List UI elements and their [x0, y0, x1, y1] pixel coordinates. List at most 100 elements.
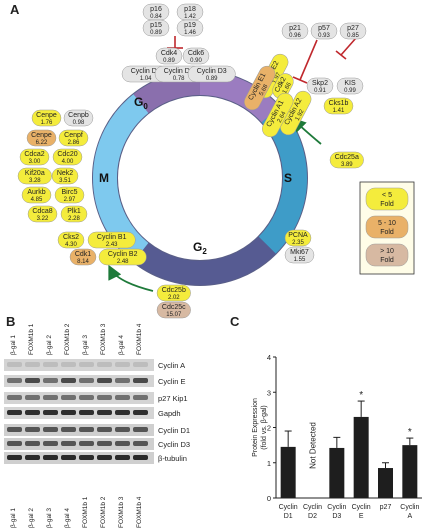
pill-shape — [262, 92, 294, 138]
gene-name: Cdk1 — [75, 251, 91, 258]
blot-row-bottom-2: β-tubulin — [4, 452, 187, 464]
blot-lane-label: FOXM1b 3 — [100, 323, 107, 355]
blot-band — [43, 455, 58, 460]
g0-arc — [133, 71, 201, 114]
blot-band — [43, 441, 58, 446]
blot-band — [25, 441, 40, 446]
gene-fold-value: 3.51 — [59, 178, 71, 184]
gene-fold-value: 3.22 — [37, 216, 49, 222]
gene-name: Cyclin B2 — [108, 251, 138, 258]
blot-band — [133, 427, 148, 432]
blot-band — [7, 395, 22, 400]
blot-band — [97, 410, 112, 415]
gene-fold-value: 3.28 — [29, 178, 41, 184]
pill-shape — [329, 151, 364, 169]
gene-name: p57 — [318, 25, 330, 32]
gene-name: Cdc25a — [335, 154, 359, 161]
blot-band — [115, 378, 130, 383]
gene-name: Plk1 — [67, 208, 81, 215]
gene-fold-value: 4.85 — [31, 197, 43, 203]
blot-row-label: Cyclin D1 — [158, 426, 190, 435]
gene-fold-value: 1.92 — [295, 108, 306, 122]
gene-name: Cdca8 — [32, 208, 52, 215]
phase-g2-label: G2 — [193, 240, 207, 256]
blot-lane-label: β-gal 3 — [46, 508, 53, 528]
blot-band — [7, 362, 22, 367]
blot-band — [79, 455, 94, 460]
blot-band — [61, 410, 76, 415]
gene-name: PCNA — [288, 232, 308, 239]
g2-arc — [133, 236, 276, 286]
pill-shape — [187, 65, 236, 83]
pill-shape — [52, 148, 83, 166]
blot-band — [61, 427, 76, 432]
pill-shape — [87, 231, 136, 249]
gene-fold-value: 2.02 — [168, 295, 180, 301]
blot-band — [97, 441, 112, 446]
gene-fold-value: 1.76 — [41, 120, 53, 126]
cdc25bc-activation-arrow — [108, 264, 154, 292]
blot-lane-label: β-gal 3 — [82, 335, 89, 355]
gene-name: p15 — [150, 22, 162, 29]
gene-fold-value: 4.00 — [62, 159, 74, 165]
blot-row-label: Gapdh — [158, 409, 181, 418]
significance-star: * — [408, 427, 412, 438]
pill-shape — [51, 167, 79, 185]
pill-shape — [98, 248, 147, 266]
gene-pills: p160.84p181.42p150.89p191.46Cdk40.89Cdk6… — [17, 3, 367, 319]
pill-shape — [336, 77, 364, 95]
gene-name: Aurkb — [27, 189, 45, 196]
blot-band — [79, 395, 94, 400]
blot-band — [133, 410, 148, 415]
blot-row-label: Cyclin D3 — [158, 440, 190, 449]
blot-band — [115, 441, 130, 446]
blot-lane-label: FOXM1b 1 — [82, 496, 89, 528]
gene-fold-value: 0.99 — [344, 88, 356, 94]
y-axis-label: Protein Expression(fold vs. β-gal) — [252, 398, 268, 457]
gene-fold-value: 1.42 — [184, 14, 196, 20]
blot-band — [97, 362, 112, 367]
blot-lane-label: FOXM1b 2 — [64, 323, 71, 355]
gene-name: Cdca2 — [24, 151, 44, 158]
blot-band — [79, 427, 94, 432]
gene-name: Cenpe — [31, 132, 52, 139]
pill-shape — [17, 167, 52, 185]
blot-row-label: Cyclin A — [158, 361, 185, 370]
gene-name: Cyclin B1 — [97, 234, 127, 241]
blot-band — [115, 455, 130, 460]
panel-c-label: C — [230, 314, 240, 329]
gene-name: Kif20a — [25, 170, 45, 177]
blot-band — [133, 378, 148, 383]
gene-name: Cdc25b — [162, 287, 186, 294]
pill-shape — [21, 186, 52, 204]
not-detected-label: Not Detected — [309, 422, 318, 469]
blot-lane-label: β-gal 1 — [10, 335, 17, 355]
blot-band — [7, 455, 22, 460]
gene-fold-value: 1.97 — [272, 71, 283, 85]
gene-name: Cdc20 — [57, 151, 77, 158]
blot-row-label: β-tubulin — [158, 454, 187, 463]
gene-fold-value: 0.85 — [347, 33, 359, 39]
blot-band — [61, 362, 76, 367]
blot-band — [25, 410, 40, 415]
blot-lane-label: FOXM1b 1 — [28, 323, 35, 355]
gene-name: Cenpf — [64, 132, 83, 139]
pill-shape — [244, 65, 276, 111]
blot-row-3: Gapdh — [4, 407, 181, 419]
blot-band — [79, 410, 94, 415]
pill-shape — [284, 246, 315, 264]
legend-range: > 10 — [380, 248, 394, 255]
blot-band — [7, 410, 22, 415]
legend-swatch — [365, 187, 409, 211]
